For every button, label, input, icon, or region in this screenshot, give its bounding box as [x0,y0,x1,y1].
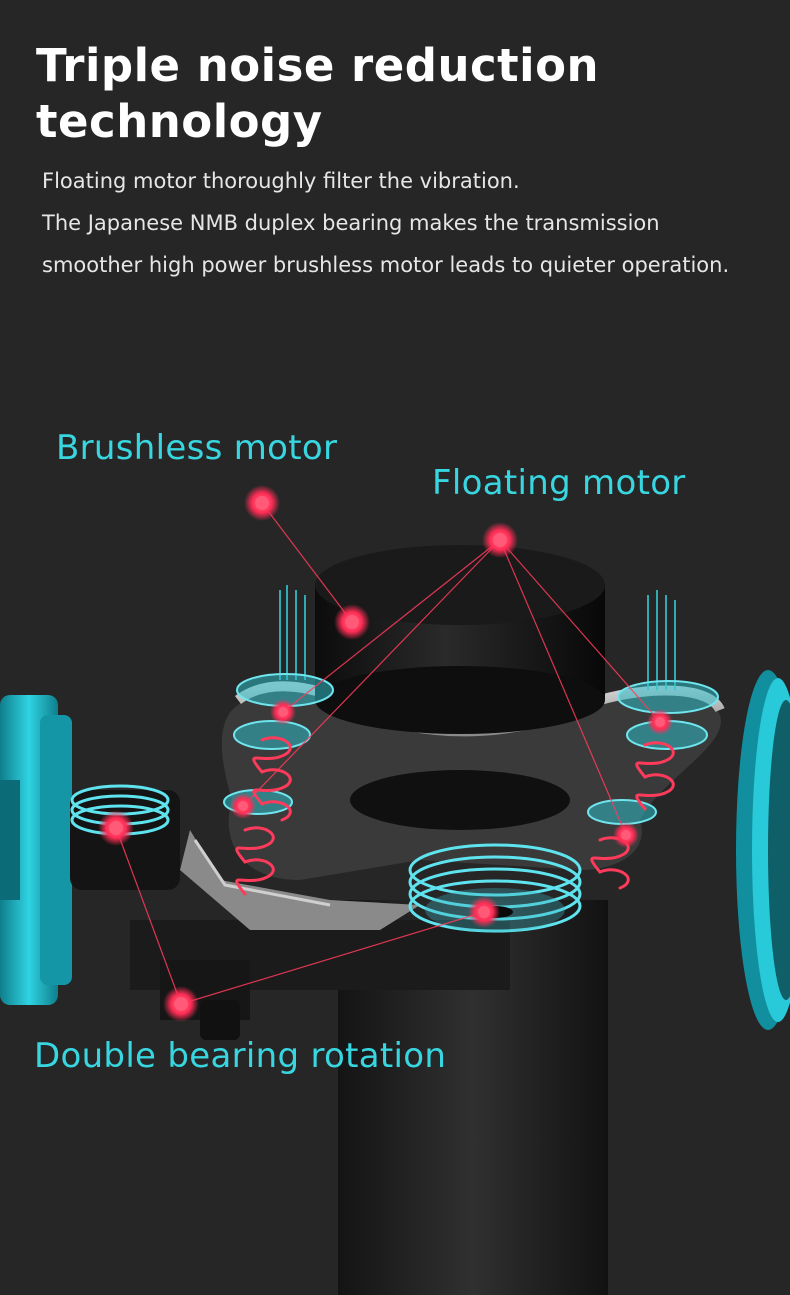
page-title: Triple noise reduction technology [36,38,736,150]
callout-double-bearing-rotation: Double bearing rotation [34,1036,447,1076]
title-line-1: Triple noise reduction [36,39,600,92]
description-line-2: The Japanese NMB duplex bearing makes th… [42,211,730,277]
callout-brushless-motor: Brushless motor [56,428,338,468]
callout-floating-motor: Floating motor [432,463,686,503]
handle-shaft [130,900,608,1295]
hotspots [98,485,673,1022]
right-cyan-ring [736,670,790,1030]
title-line-2: technology [36,95,323,148]
feature-description: Floating motor thoroughly filter the vib… [42,160,762,286]
cyan-accent-lines [279,585,676,690]
description-line-1: Floating motor thoroughly filter the vib… [42,169,520,193]
left-cyan-housing [0,695,72,1005]
callout-lines [115,502,661,1005]
